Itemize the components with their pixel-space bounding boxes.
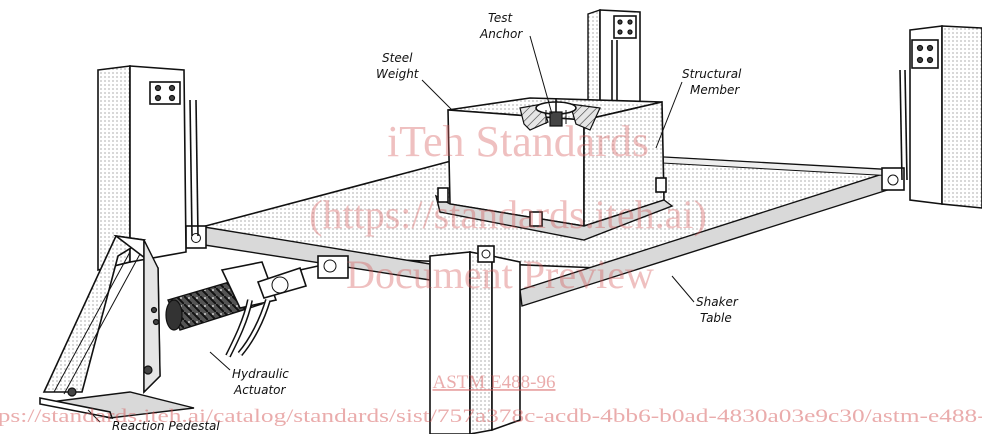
steel-weight-block [434, 97, 674, 241]
table-right-mount [881, 167, 905, 191]
label-shaker-table-2: Table [700, 311, 732, 325]
watermark-line-2: (https://standards.iteh.ai) [309, 192, 707, 237]
label-hydraulic-actuator-1: Hydraulic [232, 367, 289, 381]
support-column-back-center [587, 9, 641, 150]
label-test-anchor-1: Test [488, 11, 513, 25]
leader-lines [87, 35, 695, 423]
hydraulic-actuator [165, 261, 308, 358]
support-column-right [899, 25, 982, 209]
watermark: iTeh Standards (https://standards.iteh.a… [0, 117, 982, 427]
actuator-table-connector [317, 255, 349, 279]
label-shaker-table-1: Shaker [696, 295, 739, 309]
watermark-standard-id: ASTM E488-96 [433, 372, 556, 393]
label-test-anchor-2: Anchor [479, 27, 523, 41]
label-reaction-pedestal: Reaction Pedestal [112, 419, 220, 433]
test-anchor [549, 98, 563, 127]
watermark-line-1: iTeh Standards [387, 117, 649, 166]
label-steel-weight-1: Steel [382, 51, 413, 65]
label-structural-member-1: Structural [682, 67, 742, 81]
label-steel-weight-2: Weight [376, 67, 420, 81]
label-structural-member-2: Member [690, 83, 740, 97]
support-column-front-center [429, 245, 521, 434]
reaction-pedestal [39, 234, 195, 420]
table-left-mount [185, 225, 207, 249]
label-hydraulic-actuator-2: Actuator [233, 383, 287, 397]
watermark-line-3: Document Preview [346, 252, 654, 297]
labels: Test Anchor Steel Weight Structural Memb… [112, 11, 742, 433]
support-column-back-left [97, 65, 199, 272]
watermark-url: https://standards.iteh.ai/catalog/standa… [0, 406, 982, 427]
